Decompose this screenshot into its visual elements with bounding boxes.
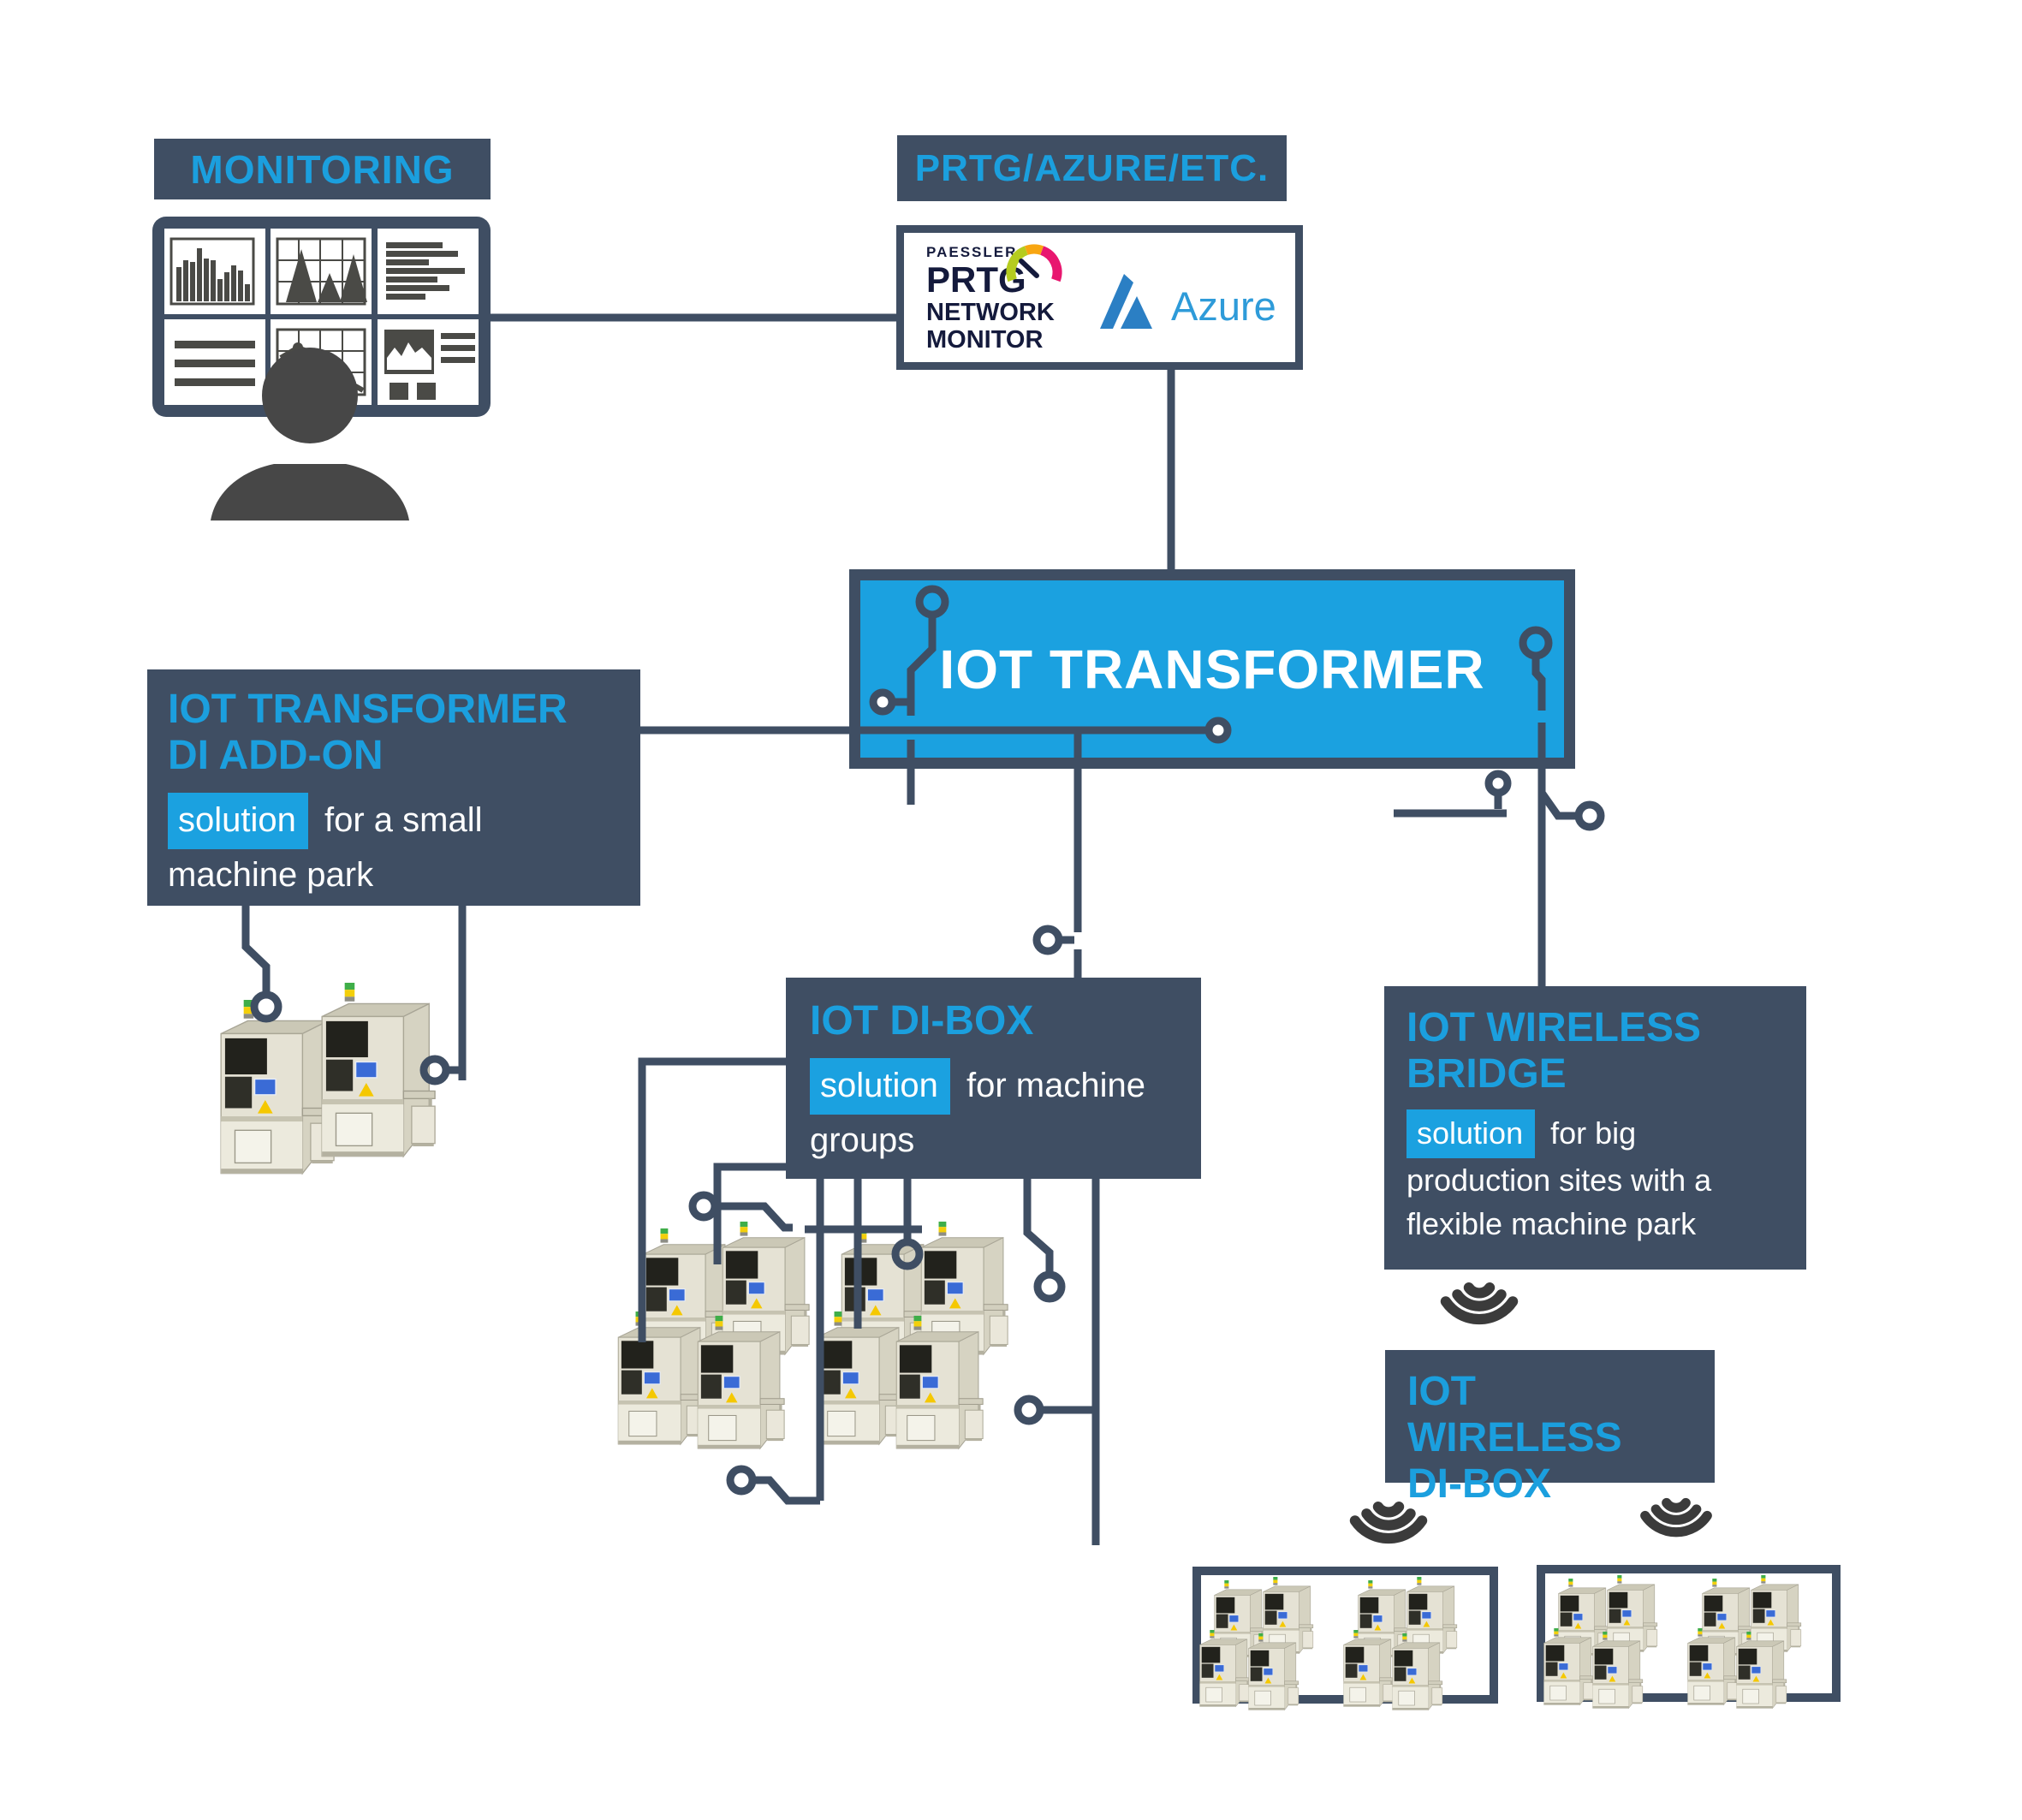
wireless-bridge-node: IOT WIRELESS BRIDGE solution for big pro… [1384,986,1806,1270]
wireless-bridge-body-2: production sites with a [1406,1162,1712,1198]
iot-transformer-node: IOT TRANSFORMER [849,569,1575,769]
machine-group-small-park [220,982,436,1175]
wifi-icon [1446,1288,1513,1319]
wifi-icon [1355,1507,1422,1538]
di-addon-body-1: for a small [324,800,483,839]
iot-transformer-label: IOT TRANSFORMER [939,638,1485,700]
wireless-di-box-title-2: DI-BOX [1407,1460,1551,1507]
wireless-di-box-title-1: IOT WIRELESS [1407,1369,1622,1460]
production-machine-icon [321,982,436,1157]
wireless-bridge-body-1: for big [1550,1115,1637,1151]
line-chart-icon [276,328,366,396]
prtg-name-text: PRTG [926,259,1026,300]
solution-chip: solution [810,1057,950,1115]
prtg-logo: PAESSLER PRTG NETWORK MONITOR [926,245,1055,353]
operator-silhouette-icon [211,348,409,520]
prtg-network-text: NETWORK [926,299,1055,326]
di-addon-title-2: DI ADD-ON [168,732,384,778]
di-addon-node: IOT TRANSFORMER DI ADD-ON solution for a… [147,669,640,906]
azure-logo-label: Azure [1171,283,1276,330]
di-box-node: IOT DI-BOX solution for machine groups [786,978,1201,1179]
machine-group-di-box [617,1221,1008,1449]
mountain-chart-icon [276,237,367,306]
prtg-monitor-text: MONITOR [926,326,1044,354]
machine-park-box-2 [1537,1565,1841,1702]
wireless-bridge-title-2: BRIDGE [1406,1050,1567,1097]
logos-box: PAESSLER PRTG NETWORK MONITOR Azure [896,225,1303,370]
di-addon-body-2: machine park [168,855,374,894]
monitoring-wall-icon [152,217,491,417]
log-list-icon [386,242,465,300]
area-chart-icon [384,330,475,400]
production-machine-icon [220,999,335,1175]
di-addon-title-1: IOT TRANSFORMER [168,687,568,732]
text-lines-icon [175,341,255,386]
di-box-title: IOT DI-BOX [810,998,1034,1044]
bar-chart-icon [169,237,255,306]
prtg-brand-text: PAESSLER [926,244,1018,260]
azure-text: Azure [1171,283,1276,329]
wireless-bridge-body-3: flexible machine park [1406,1205,1697,1241]
di-box-body-2: groups [810,1121,915,1159]
wireless-di-box-node: IOT WIRELESS DI-BOX [1385,1350,1715,1507]
wireless-bridge-title-1: IOT WIRELESS [1406,1005,1702,1050]
monitoring-label-text: MONITORING [190,146,455,192]
di-box-body-1: for machine [966,1066,1145,1104]
cloud-label: PRTG/AZURE/ETC. [897,135,1287,201]
cloud-label-text: PRTG/AZURE/ETC. [914,146,1270,189]
solution-chip: solution [168,792,308,849]
monitoring-label: MONITORING [154,139,491,199]
wifi-icon [1645,1503,1708,1532]
machine-park-box-1 [1192,1567,1498,1704]
solution-chip: solution [1406,1109,1536,1158]
